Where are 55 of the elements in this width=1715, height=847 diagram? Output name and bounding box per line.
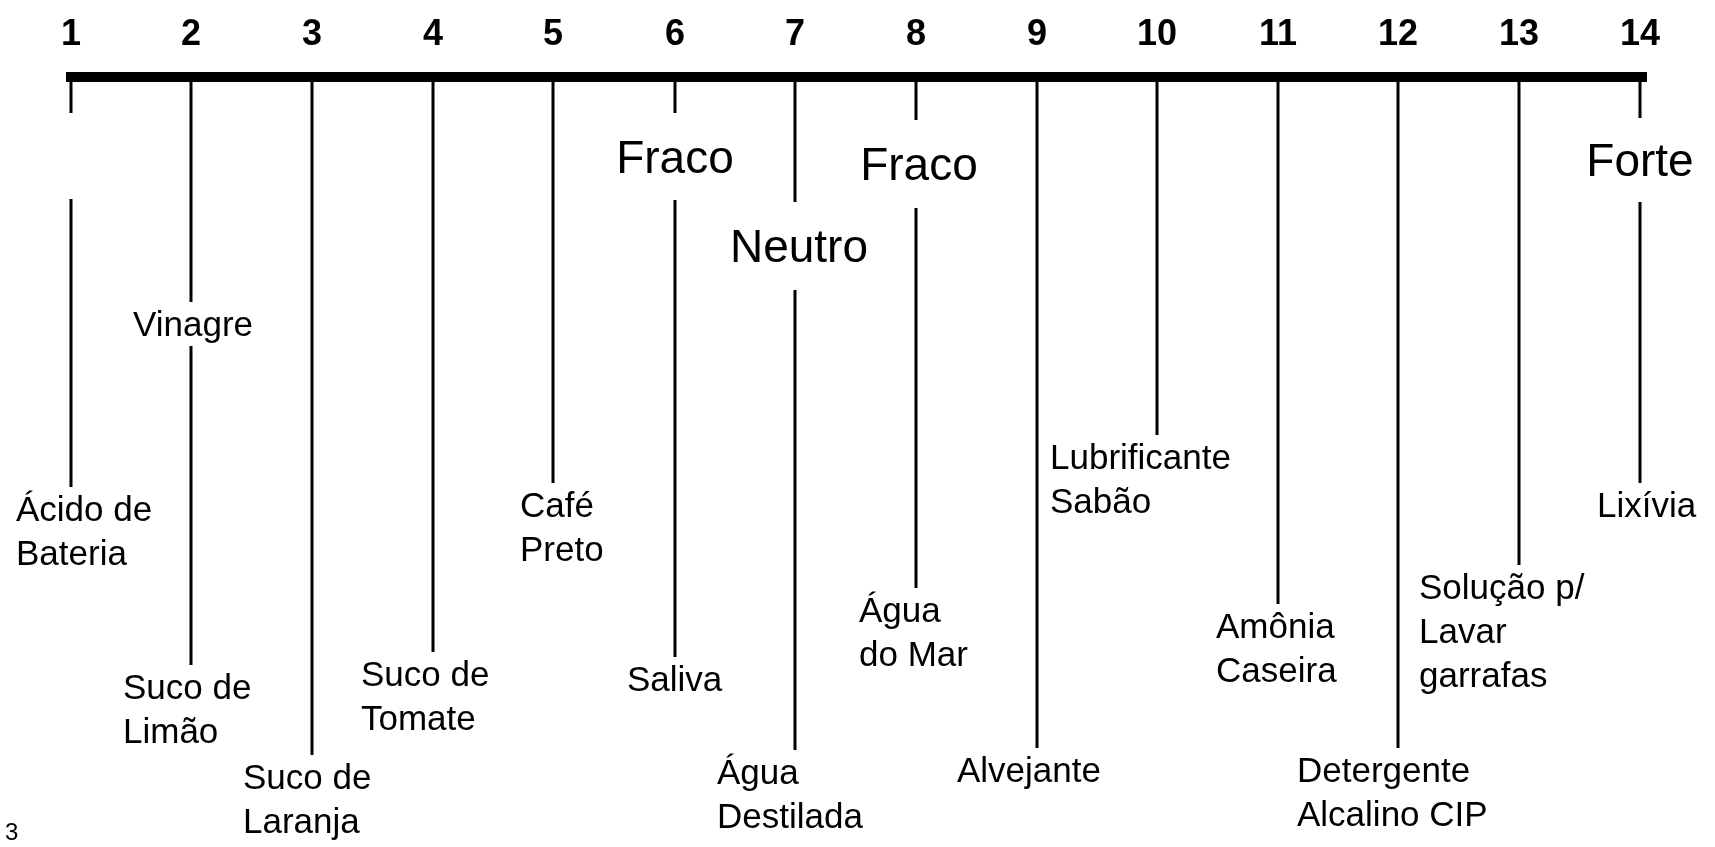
- leader-line: [1517, 82, 1521, 565]
- leader-line: [1638, 202, 1642, 483]
- leader-line: [793, 82, 797, 202]
- leader-line: [1276, 82, 1280, 604]
- substance-label: Alvejante: [957, 749, 1101, 791]
- leader-line: [310, 82, 314, 755]
- substance-label: Ácido de Bateria: [16, 488, 154, 574]
- leader-line: [1638, 82, 1642, 118]
- leader-line: [914, 82, 918, 120]
- substance-label: Saliva: [627, 658, 723, 700]
- ph-number: 12: [1376, 13, 1419, 53]
- substance-label: Solução p/ Lavar garrafas: [1419, 566, 1586, 696]
- leader-line: [69, 82, 73, 113]
- page-number: 3: [5, 818, 19, 846]
- ph-number: 14: [1618, 13, 1661, 53]
- ph-number: 13: [1497, 13, 1540, 53]
- leader-line: [1035, 82, 1039, 748]
- ph-number: 2: [180, 13, 202, 53]
- leader-line: [793, 290, 797, 750]
- ph-number: 7: [784, 13, 806, 53]
- substance-label: Suco de Tomate: [361, 653, 491, 739]
- scale-label: Forte: [1585, 134, 1695, 186]
- substance-label: Suco de Limão: [123, 666, 253, 752]
- scale-label: Fraco: [859, 138, 979, 190]
- ph-number: 9: [1026, 13, 1048, 53]
- substance-label: Café Preto: [520, 484, 605, 570]
- ph-number: 8: [905, 13, 927, 53]
- ph-number: 6: [664, 13, 686, 53]
- substance-label: Lixívia: [1597, 484, 1697, 526]
- leader-line: [69, 199, 73, 487]
- substance-label: Vinagre: [133, 303, 253, 345]
- leader-line: [551, 82, 555, 483]
- ph-number: 10: [1135, 13, 1178, 53]
- scale-bar: [66, 72, 1647, 82]
- ph-number: 11: [1257, 13, 1299, 53]
- leader-line: [431, 82, 435, 652]
- substance-label: Amônia Caseira: [1216, 605, 1338, 691]
- ph-number: 5: [542, 13, 564, 53]
- leader-line: [914, 208, 918, 588]
- substance-label: Suco de Laranja: [243, 756, 373, 842]
- substance-label: Detergente Alcalino CIP: [1297, 749, 1489, 835]
- leader-line: [189, 346, 193, 665]
- scale-label: Fraco: [615, 130, 735, 183]
- substance-label: Água do Mar: [859, 589, 969, 675]
- substance-label: Lubrificante Sabão: [1050, 436, 1232, 522]
- ph-number: 3: [301, 13, 323, 53]
- leader-line: [189, 82, 193, 302]
- ph-number: 1: [60, 13, 82, 53]
- leader-line: [673, 200, 677, 657]
- substance-label: Água Destilada: [717, 751, 864, 837]
- leader-line: [1155, 82, 1159, 435]
- scale-label: Neutro: [728, 220, 870, 272]
- ph-number: 4: [422, 13, 444, 53]
- leader-line: [673, 82, 677, 113]
- leader-line: [1396, 82, 1400, 748]
